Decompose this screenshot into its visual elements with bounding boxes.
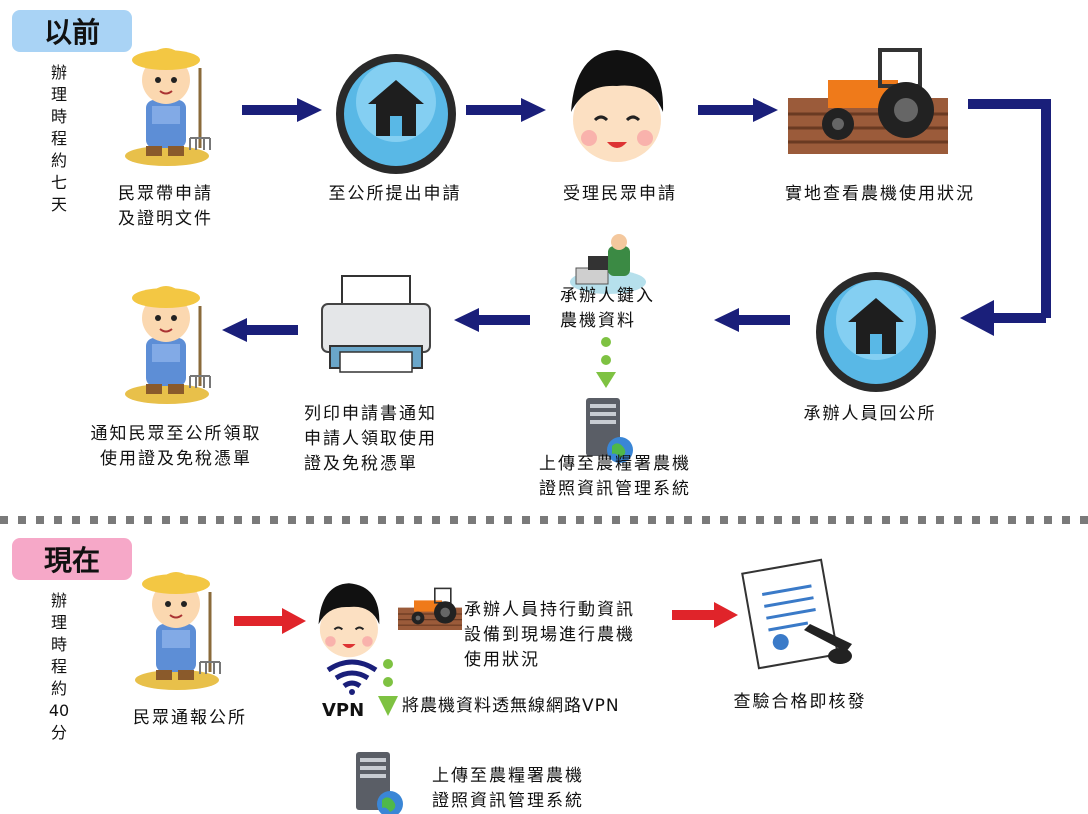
office-home-icon	[816, 272, 936, 392]
vpn-label: VPN	[322, 700, 365, 721]
now-badge: 現在	[12, 538, 132, 580]
arrow-right-red-icon	[672, 602, 738, 628]
step-upload: 上傳至農糧署農機 證照資訊管理系統	[539, 454, 691, 499]
step-upload-now: 上傳至農糧署農機 證照資訊管理系統	[432, 766, 584, 811]
arrow-right-icon	[466, 98, 546, 122]
now-duration: 辦 理 時 程 約 40 分	[48, 591, 70, 742]
return-arrow-icon	[960, 99, 1051, 336]
clerk-face-icon	[317, 582, 381, 659]
arrow-right-icon	[698, 98, 778, 122]
certificate-document-icon	[740, 558, 854, 670]
step-submit-office: 至公所提出申請	[328, 184, 462, 204]
step-accept: 受理民眾申請	[563, 184, 677, 204]
arrow-left-icon	[714, 308, 790, 332]
step-notify: 通知民眾至公所領取 使用證及免稅憑單	[90, 424, 262, 469]
before-badge: 以前	[12, 10, 132, 52]
wifi-icon	[326, 660, 380, 696]
step-print: 列印申請書通知 申請人領取使用 證及免稅憑單	[304, 404, 437, 474]
tractor-icon	[397, 587, 463, 631]
farmer-icon	[133, 570, 222, 692]
arrow-right-icon	[242, 98, 322, 122]
printer-icon	[321, 275, 431, 373]
clerk-face-icon	[569, 48, 665, 164]
farmer-icon	[123, 46, 212, 168]
step-report: 民眾通報公所	[133, 708, 247, 728]
step-key-in: 承辦人鍵入 農機資料	[560, 286, 655, 331]
step-issue: 查驗合格即核發	[733, 692, 867, 712]
server-icon	[356, 752, 403, 814]
flow-dots-icon	[378, 659, 398, 716]
step-return-office: 承辦人員回公所	[803, 404, 937, 424]
step-vpn-transfer: 將農機資料透無線網路VPN	[402, 696, 620, 716]
arrow-left-icon	[454, 308, 530, 332]
arrow-right-red-icon	[234, 608, 306, 634]
farmer-icon	[123, 284, 212, 406]
section-divider	[0, 516, 1088, 524]
step-inspect: 實地查看農機使用狀況	[785, 184, 975, 204]
tractor-icon	[786, 48, 950, 156]
step-mobile-inspect: 承辦人員持行動資訊 設備到現場進行農機 使用狀況	[464, 600, 635, 670]
arrow-left-icon	[222, 318, 298, 342]
office-home-icon	[336, 54, 456, 174]
before-duration: 辦 理 時 程 約 七 天	[50, 63, 67, 214]
step-citizen-apply: 民眾帶申請 及證明文件	[118, 184, 213, 229]
flow-dots-icon	[596, 337, 616, 388]
